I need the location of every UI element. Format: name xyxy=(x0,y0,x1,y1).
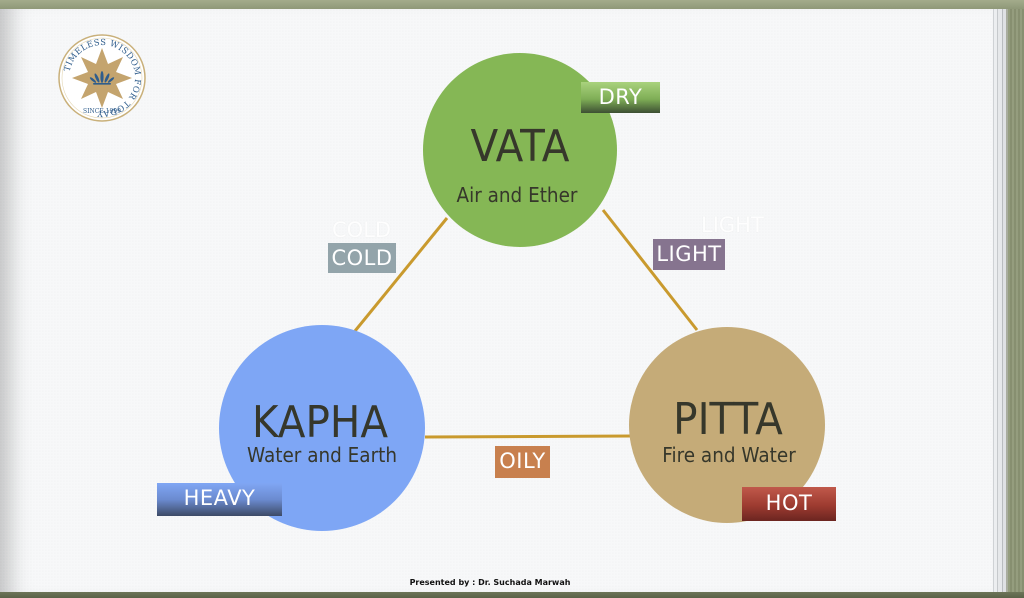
page-stack-edge xyxy=(990,9,1008,592)
logo-inner-ring xyxy=(61,37,143,119)
pitta-title: PITTA xyxy=(673,394,783,445)
kapha-circle xyxy=(219,325,425,531)
connector-vata-kapha xyxy=(353,217,449,332)
frame-top-border xyxy=(0,0,1024,9)
kapha-elements: Water and Earth xyxy=(246,443,398,467)
logo-since-text: SINCE 1999 xyxy=(83,108,121,115)
vata-circle xyxy=(423,53,617,247)
quality-tag-cold: COLD xyxy=(328,243,396,273)
timeless-wisdom-logo: TIMELESS WISDOM FOR TODAY SINCE 1999 xyxy=(58,34,146,122)
quality-tag-light: LIGHT xyxy=(653,239,725,270)
quality-tag-heavy: HEAVY xyxy=(157,483,282,516)
quality-tag-hot: HOT xyxy=(742,487,836,521)
vata-elements: Air and Ether xyxy=(456,183,578,207)
connector-vata-pitta xyxy=(601,209,699,331)
vata-title: VATA xyxy=(470,121,570,172)
pitta-circle xyxy=(629,327,825,523)
quality-tag-dry: DRY xyxy=(581,82,660,113)
quality-tag-oily: OILY xyxy=(495,446,550,478)
light-ghost-label: LIGHT xyxy=(701,213,764,237)
frame-bottom-border xyxy=(0,592,1024,598)
logo-lotus-icon xyxy=(89,71,115,85)
presenter-credit: Presented by : Dr. Suchada Marwah xyxy=(409,578,571,587)
kapha-title: KAPHA xyxy=(251,397,389,448)
pitta-elements: Fire and Water xyxy=(662,443,796,467)
connector-kapha-pitta xyxy=(424,434,633,439)
cold-ghost-label: COLD xyxy=(332,218,392,242)
